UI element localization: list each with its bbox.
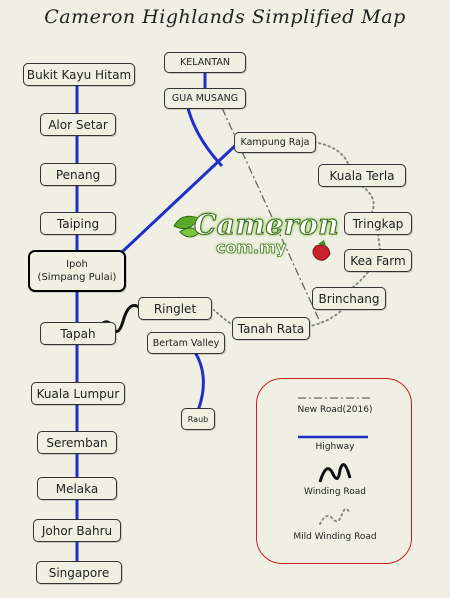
- mild-road-tanah-rata-ringlet: [213, 309, 235, 327]
- node-brinchang[interactable]: Brinchang: [312, 287, 386, 310]
- node-ipoh[interactable]: Ipoh (Simpang Pulai): [28, 250, 126, 292]
- cameron-logo: Cameron com.my: [168, 206, 340, 264]
- legend-highway-label: Highway: [315, 442, 355, 452]
- node-tapah[interactable]: Tapah: [40, 322, 116, 345]
- node-johor-bahru[interactable]: Johor Bahru: [33, 519, 121, 542]
- mild-road-kea-farm-brinchang: [351, 271, 369, 289]
- node-kea-farm[interactable]: Kea Farm: [344, 249, 412, 272]
- legend-winding-road-label: Winding Road: [304, 487, 366, 497]
- legend-mild-winding-road-symbol: [319, 508, 351, 525]
- node-kampung-raja[interactable]: Kampung Raja: [234, 132, 316, 153]
- logo-text-cameron: Cameron: [193, 208, 340, 242]
- node-gua-musang[interactable]: GUA MUSANG: [164, 88, 246, 109]
- leaf-strawberry-icon: [173, 215, 331, 261]
- node-taiping[interactable]: Taiping: [40, 212, 116, 235]
- mild-road-brinchang-tanah-rata: [309, 307, 345, 327]
- legend-winding-road-symbol: [318, 463, 352, 483]
- legend-mild-winding-road-label: Mild Winding Road: [293, 532, 377, 542]
- map-title: Cameron Highlands Simplified Map: [44, 6, 406, 28]
- ipoh-label: Ipoh: [66, 259, 88, 270]
- mild-road-kuala-terla-tringkap: [361, 185, 375, 213]
- node-kuala-lumpur[interactable]: Kuala Lumpur: [31, 382, 125, 405]
- node-melaka[interactable]: Melaka: [37, 477, 117, 500]
- logo-text-com-my: com.my: [216, 238, 287, 258]
- node-kuala-terla[interactable]: Kuala Terla: [318, 164, 406, 187]
- node-alor-setar[interactable]: Alor Setar: [40, 113, 116, 136]
- node-bertam-valley[interactable]: Bertam Valley: [147, 332, 225, 354]
- mild-road-tringkap-kea-farm: [377, 233, 381, 251]
- node-tringkap[interactable]: Tringkap: [344, 212, 412, 235]
- node-ringlet[interactable]: Ringlet: [138, 297, 212, 320]
- node-kelantan[interactable]: KELANTAN: [164, 52, 246, 73]
- node-singapore[interactable]: Singapore: [36, 561, 122, 584]
- node-bukit-kayu-hitam[interactable]: Bukit Kayu Hitam: [23, 63, 135, 86]
- node-seremban[interactable]: Seremban: [37, 431, 117, 454]
- node-tanah-rata[interactable]: Tanah Rata: [232, 317, 310, 340]
- ipoh-sublabel: (Simpang Pulai): [37, 272, 117, 283]
- legend-new-road-label: New Road(2016): [297, 405, 373, 415]
- node-raub[interactable]: Raub: [181, 408, 215, 430]
- gua-musang-highway-curve: [186, 107, 224, 168]
- node-penang[interactable]: Penang: [40, 163, 116, 186]
- legend-box: New Road(2016) Highway Winding Road Mild…: [256, 378, 412, 564]
